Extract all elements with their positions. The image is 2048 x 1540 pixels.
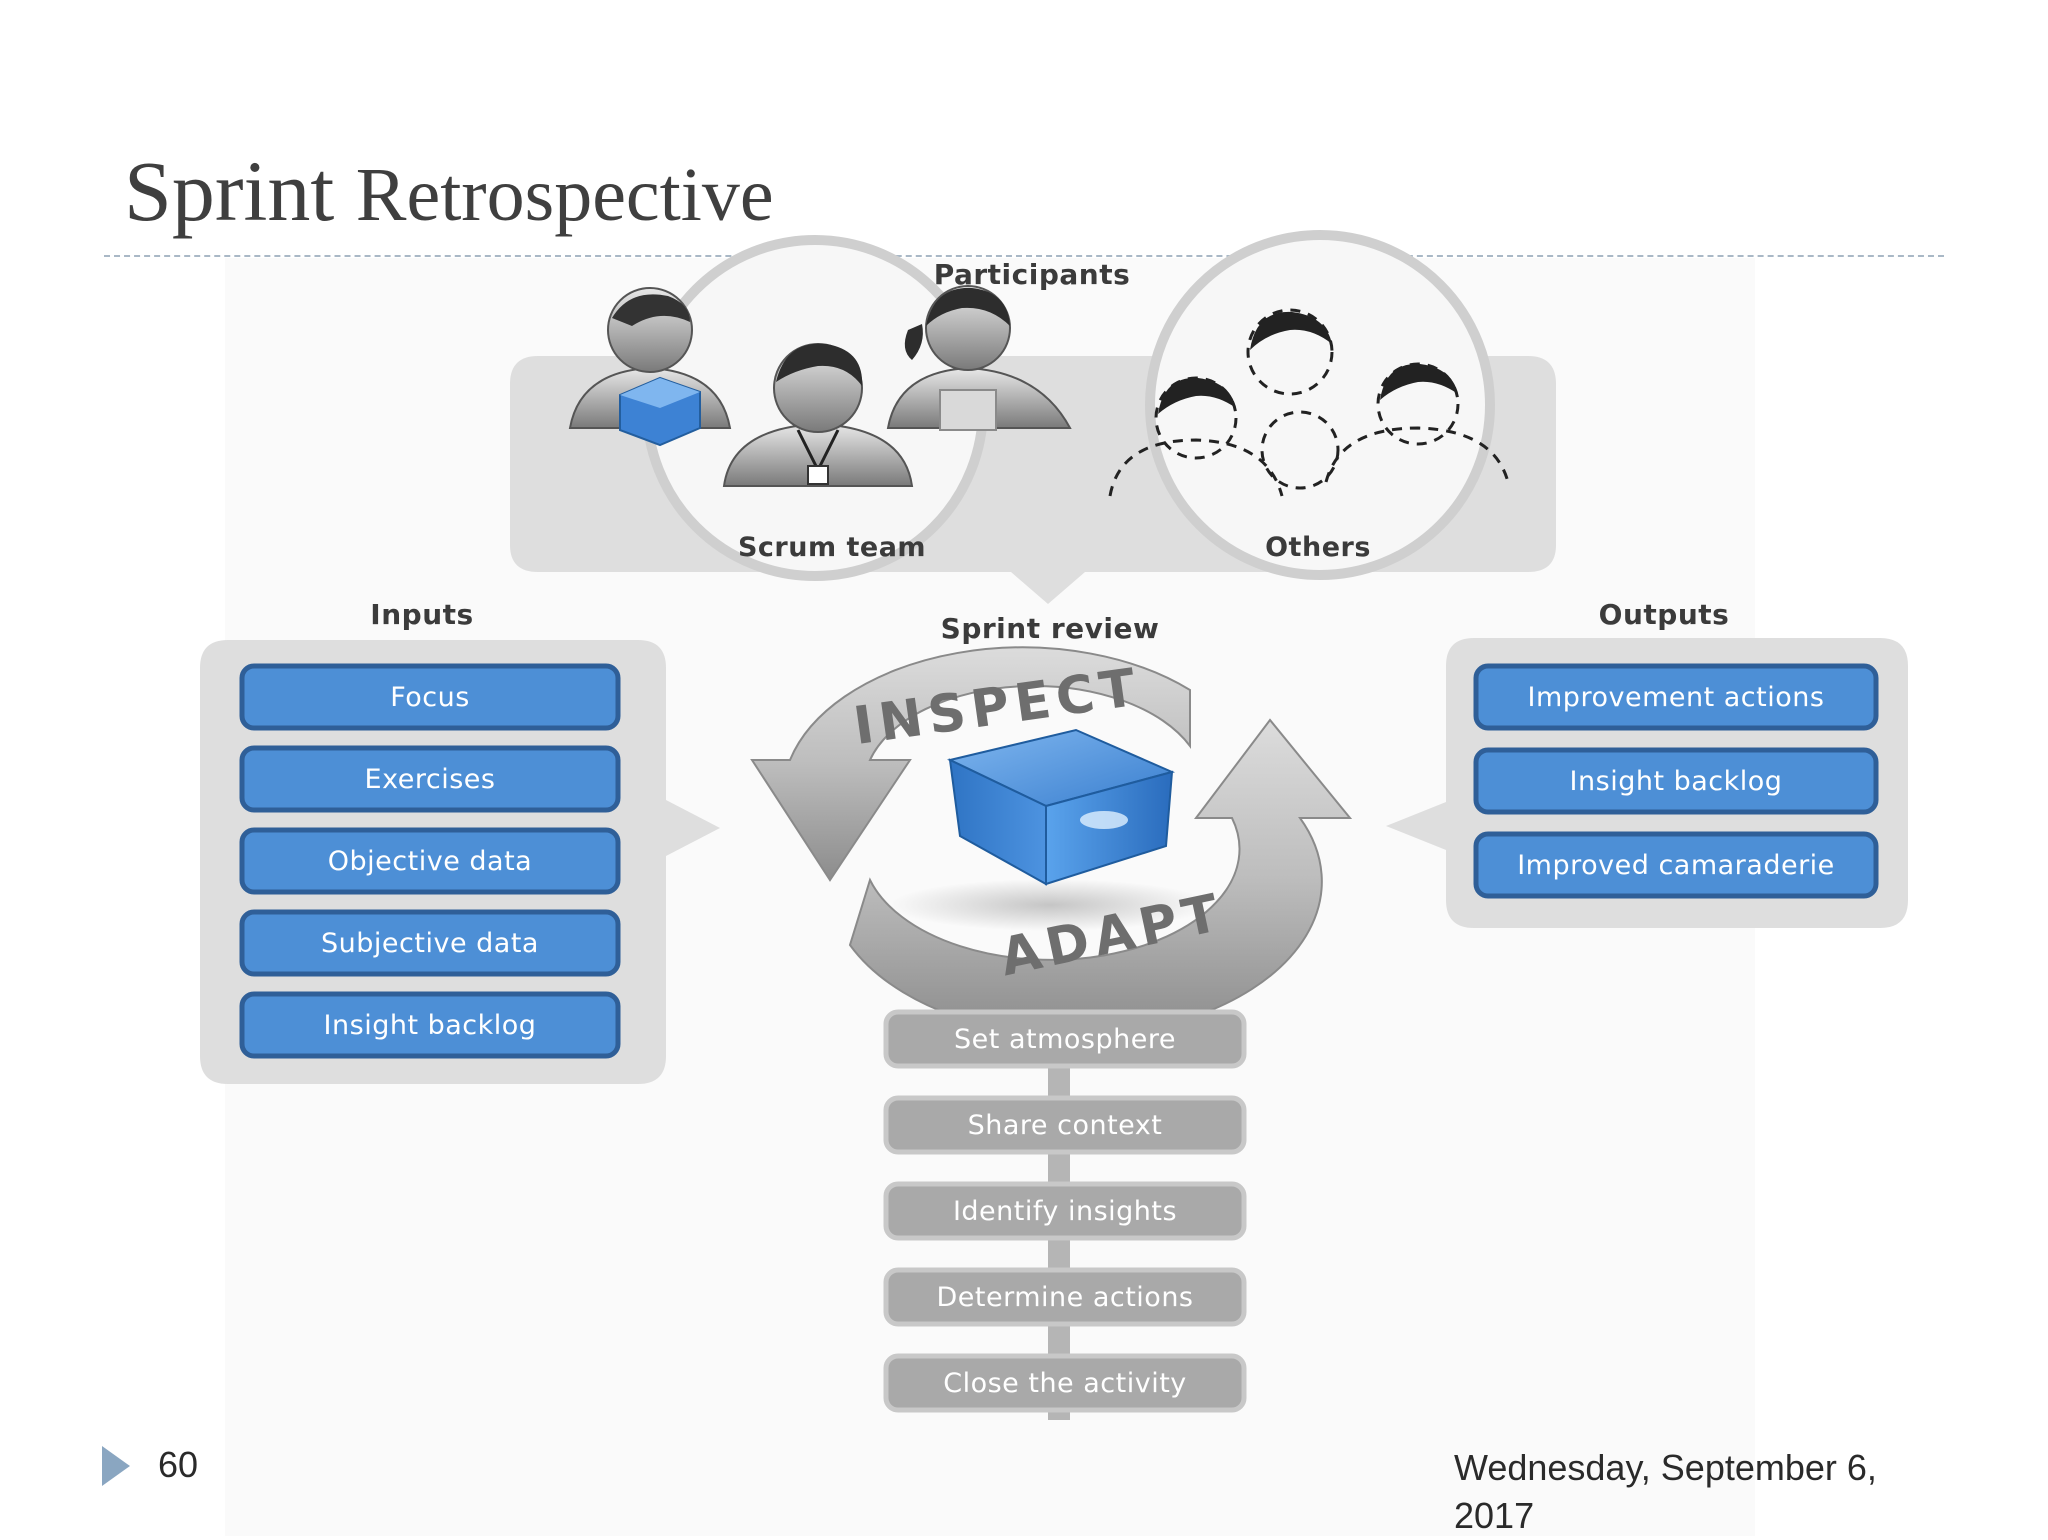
team-member-icon	[886, 285, 1072, 431]
title-word-1: Sprint	[124, 143, 335, 239]
step-item-box	[883, 1181, 1247, 1241]
scrum-master-icon	[722, 343, 914, 487]
inspect-arrow	[750, 646, 1191, 882]
output-item-label: Insight backlog	[1570, 766, 1783, 797]
step-item-label: Close the activity	[943, 1368, 1187, 1399]
input-item-box	[239, 663, 621, 731]
input-item: Objective data	[239, 827, 621, 895]
input-item: Subjective data	[239, 909, 621, 977]
others-hair	[1158, 311, 1458, 414]
inputs-heading: Inputs	[370, 598, 473, 631]
others-circle	[1145, 230, 1495, 580]
step-item-box	[883, 1009, 1247, 1069]
slide-date: Wednesday, September 6, 2017	[1454, 1447, 1877, 1536]
output-item: Insight backlog	[1473, 747, 1879, 815]
input-item-label: Focus	[390, 682, 470, 713]
input-item-label: Exercises	[365, 764, 496, 795]
title-word-2: Retrospective	[355, 153, 774, 237]
step-item-label: Determine actions	[936, 1282, 1193, 1313]
product-cube-icon	[947, 728, 1176, 886]
step-item-label: Identify insights	[953, 1196, 1177, 1227]
cube-shadow	[890, 879, 1210, 931]
sprint-review-heading: Sprint review	[941, 612, 1160, 645]
input-item: Insight backlog	[239, 991, 621, 1059]
output-item: Improvement actions	[1473, 663, 1879, 731]
output-item: Improved camaraderie	[1473, 831, 1879, 899]
step-item: Determine actions	[883, 1267, 1247, 1327]
slide-number: 60	[158, 1444, 199, 1485]
others-label: Others	[1265, 532, 1371, 563]
output-item-label: Improvement actions	[1528, 682, 1825, 713]
step-item-label: Share context	[968, 1110, 1163, 1141]
step-item: Share context	[883, 1095, 1247, 1155]
footer-arrow-icon	[102, 1446, 130, 1486]
output-item-label: Improved camaraderie	[1517, 850, 1835, 881]
input-item-label: Subjective data	[321, 928, 539, 959]
output-item-box	[1473, 747, 1879, 815]
output-item-box	[1473, 663, 1879, 731]
step-item-box	[883, 1353, 1247, 1413]
input-item-label: Objective data	[328, 846, 532, 877]
step-item-box	[883, 1267, 1247, 1327]
step-item-box	[883, 1095, 1247, 1155]
input-item: Exercises	[239, 745, 621, 813]
scrum-team-label: Scrum team	[738, 532, 926, 563]
input-item: Focus	[239, 663, 621, 731]
input-item-box	[239, 827, 621, 895]
input-item-box	[239, 909, 621, 977]
output-item-box	[1473, 831, 1879, 899]
outputs-heading: Outputs	[1599, 598, 1730, 631]
slide-title: Sprint Retrospective	[124, 148, 774, 234]
step-item: Identify insights	[883, 1181, 1247, 1241]
title-divider	[104, 255, 1944, 257]
step-item-label: Set atmosphere	[954, 1024, 1176, 1055]
input-item-box	[239, 745, 621, 813]
input-item-label: Insight backlog	[324, 1010, 537, 1041]
step-item: Set atmosphere	[883, 1009, 1247, 1069]
product-owner-icon	[568, 287, 732, 447]
input-item-box	[239, 991, 621, 1059]
step-item: Close the activity	[883, 1353, 1247, 1413]
